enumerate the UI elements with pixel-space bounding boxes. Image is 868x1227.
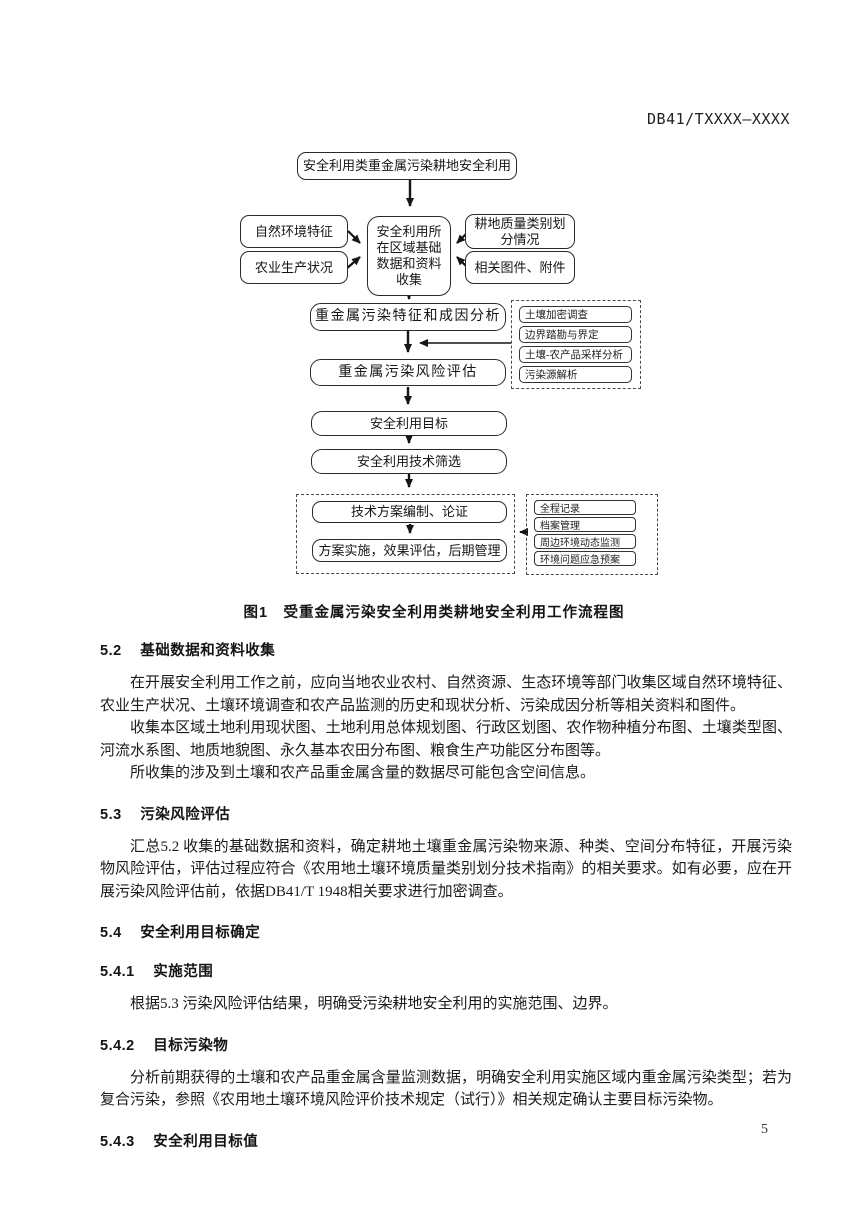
section-title: 实施范围 [153,964,214,980]
section-heading-5-4-1: 5.4.1 实施范围 [100,960,792,981]
flow-item-emergency-plan: 环境问题应急预案 [534,551,636,566]
paragraph: 所收集的涉及到土壤和农产品重金属含量的数据尽可能包含空间信息。 [130,765,596,781]
section-number: 5.4.1 [100,964,135,980]
figure-caption: 图1 受重金属污染安全利用类耕地安全利用工作流程图 [243,605,625,621]
flow-box-land-quality: 耕地质量类别划分情况 [465,214,575,249]
section-title: 安全利用目标值 [153,1133,259,1150]
flow-item-full-record: 全程记录 [534,500,636,515]
document-body: 5.2 基础数据和资料收集 在开展安全利用工作之前，应向当地农业农村、自然资源、… [100,639,792,1163]
flow-box-safe-use-target: 安全利用目标 [311,411,507,436]
flow-box-tech-screening: 安全利用技术筛选 [311,449,507,474]
flow-box-data-collection: 安全利用所在区域基础数据和资料收集 [367,216,451,296]
paragraph: 收集本区域土地利用现状图、土地利用总体规划图、行政区划图、农作物种植分布图、土壤… [100,720,792,759]
section-number: 5.4.3 [100,1133,135,1150]
section-heading-5-4-2: 5.4.2 目标污染物 [100,1034,792,1055]
flow-box-natural-env: 自然环境特征 [240,215,348,248]
section-number: 5.4.2 [100,1037,135,1054]
section-title: 污染风险评估 [140,806,231,823]
section-title: 目标污染物 [153,1037,229,1054]
section-heading-5-4: 5.4 安全利用目标确定 [100,921,792,942]
flow-box-related-maps: 相关图件、附件 [465,251,575,284]
doc-code: DB41/TXXXX—XXXX [647,110,790,128]
section-number: 5.4 [100,925,122,941]
flow-box-agri-status: 农业生产状况 [240,251,348,284]
flow-item-archive: 档案管理 [534,517,636,532]
section-number: 5.2 [100,643,122,659]
flow-group-implementation [296,494,515,574]
page-number: 5 [761,1122,768,1137]
section-heading-5-4-3: 5.4.3 安全利用目标值 [100,1130,792,1151]
section-title: 安全利用目标确定 [140,925,261,941]
flow-item-env-monitoring: 周边环境动态监测 [534,534,636,549]
section-heading-5-3: 5.3 污染风险评估 [100,803,792,824]
paragraph: 分析前期获得的土壤和农产品重金属含量监测数据，明确安全利用实施区域内重金属污染类… [100,1069,792,1109]
paragraph: 在开展安全利用工作之前，应向当地农业农村、自然资源、生态环境等部门收集区域自然环… [100,675,792,714]
flow-box-plan-implementation: 方案实施，效果评估，后期管理 [312,539,507,562]
flow-item-soil-survey: 土壤加密调查 [519,306,632,323]
flow-group-survey [511,300,641,389]
paragraph: 汇总5.2 收集的基础数据和资料，确定耕地土壤重金属污染物来源、种类、空间分布特… [100,838,792,900]
flow-box-plan-drafting: 技术方案编制、论证 [312,501,507,523]
section-title: 基础数据和资料收集 [140,643,276,659]
section-number: 5.3 [100,806,122,823]
flow-item-source-analysis: 污染源解析 [519,366,632,383]
flow-box-pollution-analysis: 重金属污染特征和成因分析 [310,303,506,331]
flow-box-title: 安全利用类重金属污染耕地安全利用 [297,152,517,180]
paragraph: 根据5.3 污染风险评估结果，明确受污染耕地安全利用的实施范围、边界。 [130,996,618,1012]
flow-item-boundary: 边界踏勘与界定 [519,326,632,343]
section-heading-5-2: 5.2 基础数据和资料收集 [100,639,792,660]
flow-box-risk-assessment: 重金属污染风险评估 [310,359,506,386]
flow-item-sampling: 土壤-农产品采样分析 [519,346,632,363]
flow-group-records [526,494,658,575]
